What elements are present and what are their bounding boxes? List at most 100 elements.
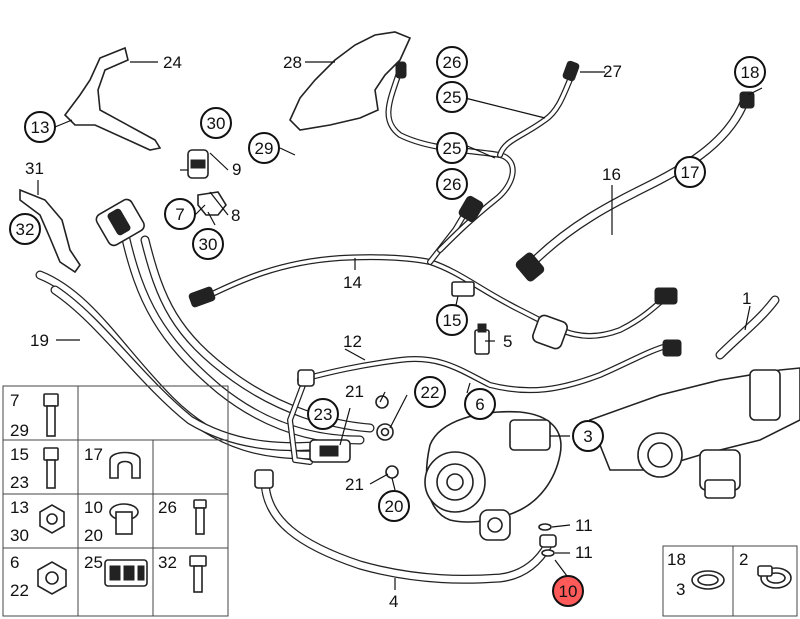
pin-26-icon	[193, 499, 207, 535]
tube-14	[197, 202, 673, 340]
clip-8	[197, 191, 227, 216]
label-8: 8	[231, 206, 240, 225]
label-21-bottom: 21	[345, 475, 364, 494]
label-31: 31	[25, 159, 44, 178]
bolt-15-icon	[43, 447, 59, 489]
svg-text:30: 30	[199, 235, 218, 254]
svg-text:30: 30	[207, 114, 226, 133]
label-27: 27	[603, 62, 622, 81]
legend-10: 10	[84, 498, 103, 517]
legend-6: 6	[10, 553, 19, 572]
label-16: 16	[602, 165, 621, 184]
callout-23[interactable]: 23	[307, 398, 339, 430]
legend-3-clamp: 3	[676, 580, 685, 599]
callout-26-top[interactable]: 26	[436, 46, 468, 78]
callout-17[interactable]: 17	[674, 156, 706, 188]
callout-10-highlighted[interactable]: 10	[552, 575, 584, 607]
callout-26-bottom[interactable]: 26	[436, 168, 468, 200]
legend-30: 30	[10, 526, 29, 545]
svg-text:10: 10	[559, 582, 578, 601]
svg-text:15: 15	[443, 311, 462, 330]
callout-32[interactable]: 32	[9, 213, 41, 245]
steering-rack	[588, 367, 800, 499]
label-4: 4	[389, 592, 398, 611]
callout-15[interactable]: 15	[436, 304, 468, 336]
svg-text:7: 7	[175, 205, 184, 224]
callout-7[interactable]: 7	[164, 198, 196, 230]
svg-text:20: 20	[385, 497, 404, 516]
label-28: 28	[283, 53, 302, 72]
banjo-bolt-10-icon	[109, 503, 139, 535]
legend-22: 22	[10, 581, 29, 600]
callout-29[interactable]: 29	[248, 132, 280, 164]
clamp-legend-table: 18 3 2	[662, 545, 798, 617]
legend-17: 17	[84, 445, 103, 464]
svg-text:6: 6	[475, 395, 484, 414]
callout-25-top[interactable]: 25	[436, 81, 468, 113]
callout-30-top[interactable]: 30	[200, 107, 232, 139]
clamp-25-icon	[104, 559, 148, 587]
washer-21-bottom	[385, 465, 399, 479]
callout-20[interactable]: 20	[378, 490, 410, 522]
svg-text:26: 26	[443, 175, 462, 194]
washer-21-top	[375, 395, 389, 409]
hose-4	[260, 475, 553, 584]
legend-25: 25	[84, 553, 103, 572]
bracket-31	[19, 188, 81, 274]
legend-18: 18	[667, 550, 686, 569]
worm-clamp-icon	[757, 565, 792, 589]
legend-2: 2	[739, 550, 748, 569]
legend-13: 13	[10, 498, 29, 517]
bolt-7-icon	[43, 393, 59, 437]
legend-15: 15	[10, 445, 29, 464]
legend-23: 23	[10, 473, 29, 492]
hose-19	[35, 270, 335, 460]
nut-13-icon	[39, 504, 65, 534]
svg-text:3: 3	[583, 427, 592, 446]
legend-7: 7	[10, 391, 19, 410]
fitting-14-end	[188, 286, 216, 308]
connector-26	[458, 195, 484, 223]
callout-18[interactable]: 18	[734, 56, 766, 88]
sensor-9	[187, 149, 209, 179]
bracket-15	[451, 281, 475, 297]
banjo-fitting-22	[309, 423, 394, 463]
label-11-top: 11	[575, 516, 593, 535]
bolt-32-icon	[189, 555, 207, 593]
svg-text:29: 29	[255, 139, 274, 158]
callout-25-bottom[interactable]: 25	[436, 132, 468, 164]
svg-text:26: 26	[443, 53, 462, 72]
svg-text:25: 25	[443, 88, 462, 107]
leader-lines	[37, 61, 763, 590]
clip-17-icon	[109, 451, 141, 479]
svg-text:32: 32	[16, 220, 35, 239]
legend-20: 20	[84, 526, 103, 545]
svg-text:13: 13	[31, 118, 50, 137]
tube-6	[297, 342, 673, 394]
hose-clamp-icon	[691, 570, 725, 590]
nut-6-icon	[37, 561, 67, 595]
callout-22[interactable]: 22	[414, 376, 446, 408]
shield-28	[289, 31, 412, 131]
callout-30-bottom[interactable]: 30	[192, 228, 224, 260]
svg-text:23: 23	[314, 405, 333, 424]
callout-13[interactable]: 13	[24, 111, 56, 143]
label-1: 1	[742, 289, 751, 308]
callout-6[interactable]: 6	[464, 388, 496, 420]
label-14: 14	[343, 273, 362, 292]
pump-3	[424, 410, 562, 541]
legend-29: 29	[10, 421, 29, 440]
fitting-16	[515, 252, 545, 282]
parts-legend-table: 7 29 15 23 17 13 30 10 20 26	[2, 385, 229, 617]
label-12: 12	[343, 332, 362, 351]
fitting-4-start	[254, 469, 274, 489]
fitting-1-end	[654, 287, 682, 357]
tube-25	[385, 65, 578, 253]
svg-text:25: 25	[443, 139, 462, 158]
connector-27	[562, 60, 580, 82]
callout-3[interactable]: 3	[572, 420, 604, 452]
pipe-coupling	[532, 314, 568, 350]
valve-5	[474, 323, 490, 355]
